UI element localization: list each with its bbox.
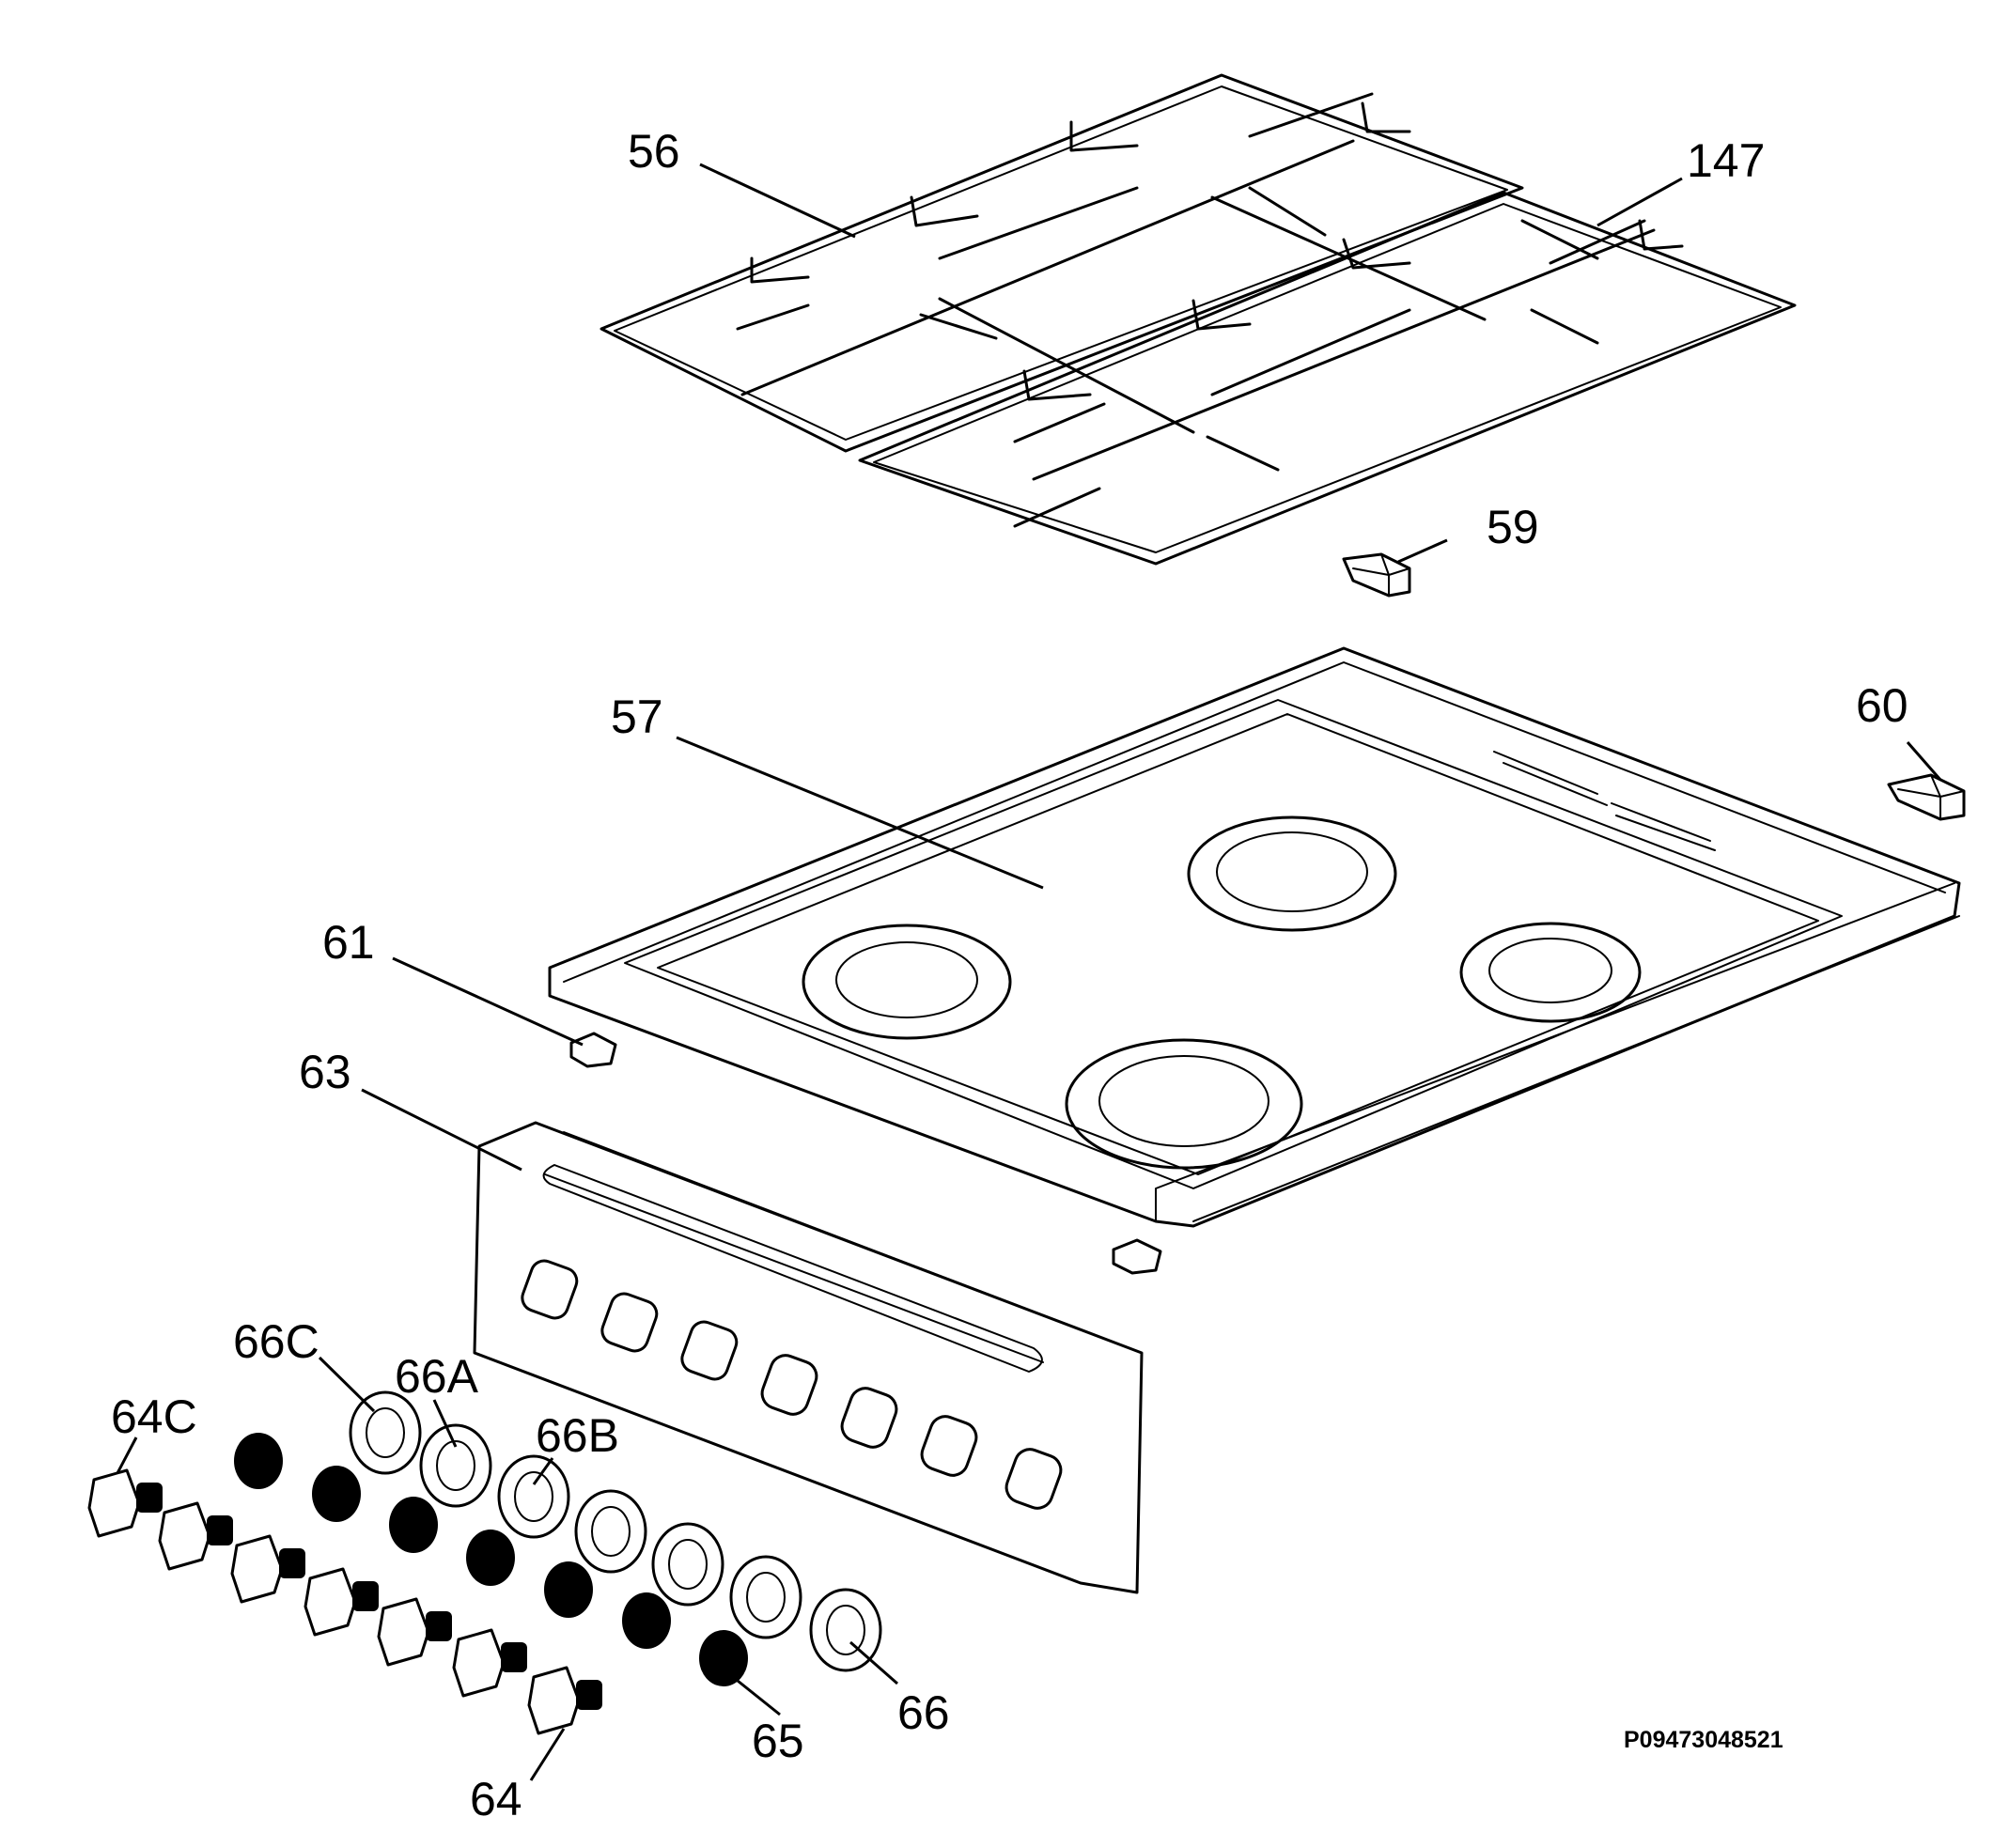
label-60: 60 (1856, 679, 1942, 781)
label-64C: 64C (111, 1390, 197, 1474)
part-number-label: 66B (536, 1409, 619, 1462)
part-number-label: 56 (628, 125, 680, 178)
part-number-label: 66A (395, 1350, 479, 1403)
label-63: 63 (299, 1046, 522, 1172)
part-number-label: 147 (1687, 134, 1765, 187)
drawing-code: P09473048521 (1624, 1727, 1783, 1753)
part-number-label: 59 (1487, 501, 1539, 553)
knobs (87, 1468, 602, 1735)
label-65: 65 (732, 1675, 804, 1767)
label-59: 59 (1397, 501, 1539, 564)
pan-support-grids (600, 73, 1797, 566)
control-panel (473, 1121, 1144, 1594)
clip-61 (569, 1032, 1162, 1275)
label-147: 147 (1596, 134, 1765, 227)
clip-59 (1342, 552, 1411, 598)
springs (234, 1433, 748, 1686)
label-64: 64 (470, 1728, 566, 1825)
part-number-label: 66 (897, 1686, 950, 1739)
hob-top-plate (548, 646, 1961, 1228)
part-number-label: 60 (1856, 679, 1908, 732)
part-number-label: 65 (752, 1715, 804, 1767)
part-number-label: 63 (299, 1046, 351, 1098)
part-number-label: 61 (322, 916, 375, 969)
label-66C: 66C (233, 1315, 376, 1413)
label-57: 57 (611, 691, 1044, 890)
bezels (349, 1390, 882, 1672)
label-66B: 66B (532, 1409, 619, 1485)
part-number-label: 57 (611, 691, 663, 743)
part-number-label: 64C (111, 1390, 197, 1443)
label-61: 61 (322, 916, 584, 1047)
part-number-label: 64 (470, 1773, 522, 1825)
clip-60 (1887, 773, 1966, 821)
label-66A: 66A (395, 1350, 479, 1448)
label-56: 56 (628, 125, 856, 239)
label-66: 66 (849, 1640, 950, 1739)
part-number-label: 66C (233, 1315, 319, 1368)
